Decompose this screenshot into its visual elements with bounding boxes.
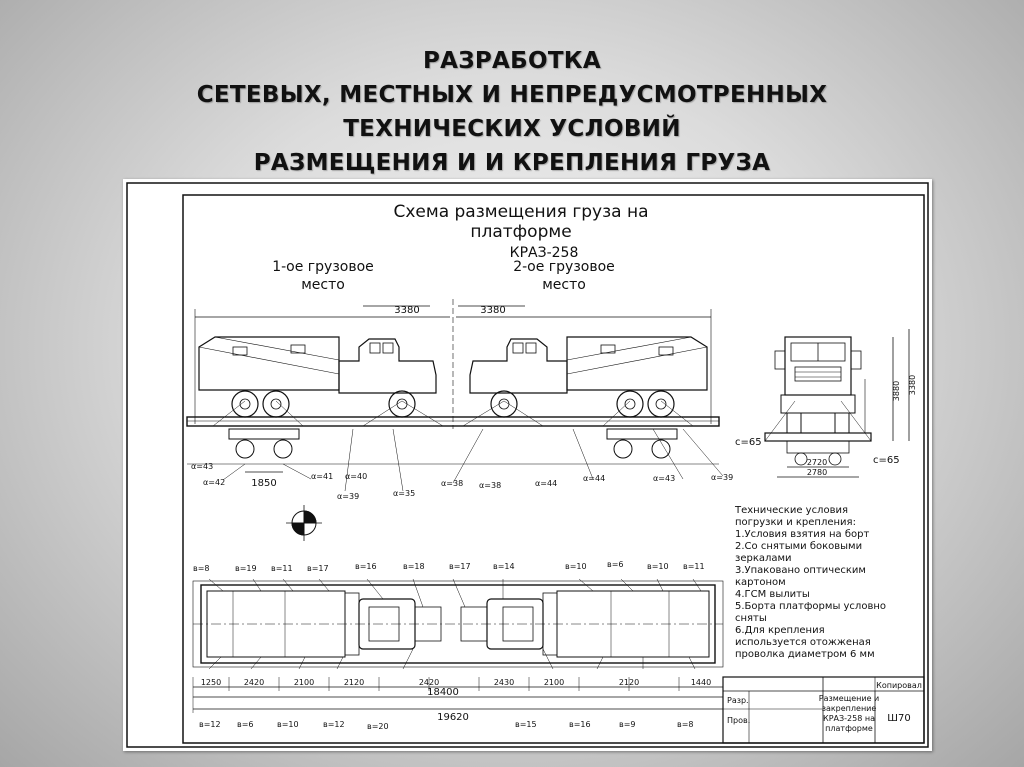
- stamp-desc-3: КРАЗ-258 на: [823, 714, 875, 723]
- label-b19: в=19: [235, 564, 257, 573]
- title-block: [722, 676, 925, 744]
- dim-1250: 1250: [201, 678, 221, 687]
- callout-a39-left: α=39: [337, 492, 359, 501]
- place-1-label-b: место: [301, 277, 345, 293]
- stamp-copied: Копировал: [876, 681, 922, 690]
- note-line: проволка диаметром 6 мм: [735, 649, 875, 660]
- technical-notes: Технические условия погрузки и крепления…: [734, 505, 886, 660]
- label-b9: в=9: [619, 720, 636, 729]
- stamp-razr: Разр.: [727, 696, 749, 705]
- note-line: 2.Со снятыми боковыми: [735, 541, 862, 552]
- dim-2720: 2720: [807, 458, 827, 467]
- dim-1440: 1440: [691, 678, 711, 687]
- front-view: [764, 329, 910, 478]
- title-line-3: ТЕХНИЧЕСКИХ УСЛОВИЙ: [343, 116, 681, 142]
- note-line: погрузки и крепления:: [735, 517, 856, 528]
- callout-a39-right: α=39: [711, 473, 733, 482]
- plan-view: [192, 578, 724, 713]
- callout-a35: α=35: [393, 489, 415, 498]
- center-of-gravity-icon: [286, 505, 322, 541]
- slide-title: РАЗРАБОТКА СЕТЕВЫХ, МЕСТНЫХ И НЕПРЕДУСМО…: [0, 44, 1024, 180]
- callout-a38-b: α=38: [479, 481, 501, 490]
- title-line-1: РАЗРАБОТКА: [422, 48, 602, 74]
- callout-a44-b: α=44: [583, 474, 605, 483]
- dim-19620: 19620: [437, 712, 469, 723]
- label-b20: в=20: [367, 722, 389, 731]
- sheet-outer-frame: [126, 182, 929, 748]
- label-b17-a: в=17: [307, 564, 329, 573]
- note-line: 4.ГСМ вылиты: [735, 589, 810, 600]
- dim-18400: 18400: [427, 687, 459, 698]
- stamp-desc-2: закрепление: [822, 704, 877, 713]
- dim-2100-b: 2100: [544, 678, 564, 687]
- callout-a43-right: α=43: [653, 474, 675, 483]
- drawing-sheet: Схема размещения груза на платформе КРАЗ…: [123, 179, 932, 751]
- technical-drawing: Схема размещения груза на платформе КРАЗ…: [126, 182, 929, 748]
- stamp-prov: Пров.: [727, 716, 750, 725]
- dim-1850: 1850: [251, 478, 276, 489]
- note-line: 5.Борта платформы условно: [735, 601, 886, 612]
- dim-2420-a: 2420: [244, 678, 264, 687]
- note-line: 6.Для крепления: [735, 625, 825, 636]
- dim-3880: 3880: [892, 381, 901, 401]
- label-b16-bottom: в=16: [569, 720, 591, 729]
- note-line: 3.Упаковано оптическим: [735, 565, 866, 576]
- note-line: Технические условия: [734, 505, 848, 516]
- vehicle-model: КРАЗ-258: [510, 245, 579, 261]
- dim-2430: 2430: [494, 678, 514, 687]
- dim-2100-a: 2100: [294, 678, 314, 687]
- label-b10-b: в=10: [647, 562, 669, 571]
- label-b17-b: в=17: [449, 562, 471, 571]
- label-b16-top: в=16: [355, 562, 377, 571]
- dim-2120-a: 2120: [344, 678, 364, 687]
- callout-a43-left: α=43: [191, 462, 213, 471]
- scheme-title-line-2: платформе: [470, 222, 571, 242]
- label-b6: в=6: [607, 560, 624, 569]
- callout-c65-b: c=65: [873, 455, 900, 466]
- dim-2120-b: 2120: [619, 678, 639, 687]
- dim-3380-vertical: 3380: [908, 375, 917, 395]
- label-b11-a: в=11: [271, 564, 293, 573]
- label-b18: в=18: [403, 562, 425, 571]
- stamp-desc-1: Размещение и: [819, 694, 880, 703]
- label-b15: в=15: [515, 720, 537, 729]
- note-line: зеркалами: [735, 553, 792, 564]
- stamp-desc-4: платформе: [825, 724, 873, 733]
- label-b12-b: в=12: [323, 720, 345, 729]
- dim-2420-b: 2420: [419, 678, 439, 687]
- dim-2780: 2780: [807, 468, 827, 477]
- dim-3380-b: 3380: [480, 305, 505, 316]
- label-b6-bottom: в=6: [237, 720, 254, 729]
- dim-3380-a: 3380: [394, 305, 419, 316]
- note-line: сняты: [735, 613, 767, 624]
- note-line: картоном: [735, 577, 786, 588]
- label-b14: в=14: [493, 562, 515, 571]
- callout-a40: α=40: [345, 472, 367, 481]
- note-line: используется отожженая: [735, 637, 871, 648]
- callout-c65-a: c=65: [735, 437, 762, 448]
- place-1-label-a: 1-ое грузовое: [272, 259, 374, 275]
- label-b8-top: в=8: [193, 564, 210, 573]
- callout-a38-a: α=38: [441, 479, 463, 488]
- label-b10-a: в=10: [565, 562, 587, 571]
- callout-a44-a: α=44: [535, 479, 557, 488]
- scheme-title-line-1: Схема размещения груза на: [393, 202, 648, 222]
- sheet-inner-frame: [182, 194, 925, 744]
- side-view: [186, 299, 724, 492]
- note-line: 1.Условия взятия на борт: [735, 529, 869, 540]
- label-b11-b: в=11: [683, 562, 705, 571]
- label-b12-a: в=12: [199, 720, 221, 729]
- label-b10-bottom: в=10: [277, 720, 299, 729]
- stamp-sheet: Ш70: [887, 713, 910, 724]
- place-2-label-a: 2-ое грузовое: [513, 259, 615, 275]
- label-b8-bottom: в=8: [677, 720, 694, 729]
- title-line-4: РАЗМЕЩЕНИЯ И И КРЕПЛЕНИЯ ГРУЗА: [253, 150, 771, 176]
- place-2-label-b: место: [542, 277, 586, 293]
- callout-a41: α=41: [311, 472, 333, 481]
- title-line-2: СЕТЕВЫХ, МЕСТНЫХ И НЕПРЕДУСМОТРЕННЫХ: [196, 82, 828, 108]
- callout-a42: α=42: [203, 478, 225, 487]
